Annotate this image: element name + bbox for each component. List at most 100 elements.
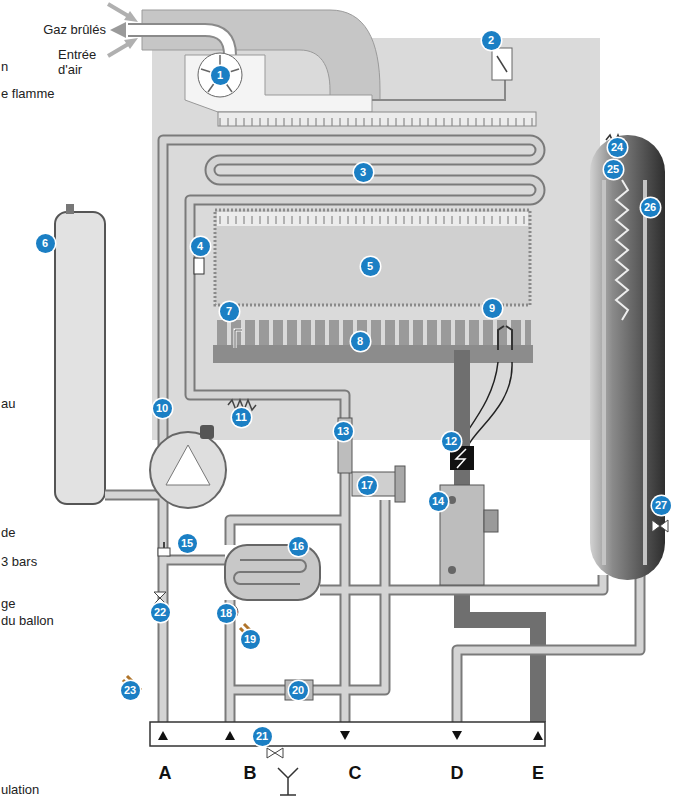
callout-number: 27 bbox=[652, 496, 671, 515]
flue-duct bbox=[124, 38, 138, 49]
callout-number: 22 bbox=[151, 603, 170, 622]
ignition-electrodes bbox=[468, 362, 512, 446]
safety-valve bbox=[652, 520, 668, 532]
water-pipe bbox=[105, 140, 640, 722]
connection-bar bbox=[150, 722, 545, 746]
gas-valve bbox=[440, 485, 498, 585]
expansion-vessel bbox=[55, 204, 105, 504]
connection-bar bbox=[452, 731, 462, 740]
flue-duct bbox=[108, 43, 130, 56]
callout-number: 10 bbox=[153, 399, 172, 418]
callout-number: 17 bbox=[358, 476, 377, 495]
heat-exchanger-fins bbox=[218, 112, 536, 126]
flue-duct bbox=[124, 11, 138, 22]
gas-valve bbox=[484, 510, 498, 532]
pump bbox=[166, 445, 210, 485]
callout-number: 25 bbox=[604, 160, 623, 179]
air-vent bbox=[158, 542, 170, 556]
fan-hood bbox=[201, 55, 239, 92]
callout-number: 8 bbox=[351, 332, 370, 351]
pump bbox=[150, 432, 226, 508]
connection-letter: E bbox=[532, 763, 544, 784]
connection-bar bbox=[158, 731, 168, 740]
callout-number: 21 bbox=[253, 727, 272, 746]
expansion-vessel bbox=[55, 212, 105, 504]
combustion-chamber bbox=[215, 210, 530, 305]
burner bbox=[215, 320, 531, 346]
ignition-electrodes bbox=[235, 330, 242, 348]
pressure-switch bbox=[497, 56, 507, 72]
connection-letter: C bbox=[349, 763, 362, 784]
annotation-text: n bbox=[1, 60, 8, 75]
pressure-switch bbox=[492, 48, 512, 80]
annotation-text: 3 bars bbox=[1, 555, 37, 570]
air-vent bbox=[158, 548, 170, 556]
safety-device bbox=[194, 258, 204, 274]
callout-number: 24 bbox=[608, 138, 627, 157]
annotation-text: du ballon bbox=[1, 614, 54, 629]
flow-limiter bbox=[285, 680, 313, 700]
drain-valve bbox=[278, 768, 298, 795]
ignition-electrodes bbox=[506, 326, 512, 350]
pressure-switch bbox=[372, 48, 512, 100]
gas-valve bbox=[448, 566, 456, 574]
gas-valve bbox=[448, 496, 456, 504]
callout-number: 26 bbox=[641, 198, 660, 217]
combustion-chamber bbox=[217, 212, 528, 226]
callout-number: 3 bbox=[354, 163, 373, 182]
callout-number: 12 bbox=[442, 432, 461, 451]
hot-water-tank bbox=[616, 180, 628, 320]
callout-number: 15 bbox=[178, 534, 197, 553]
annotation-text: de bbox=[1, 526, 15, 541]
annotation-text: Gaz brûlés bbox=[43, 23, 106, 38]
diverter-valve bbox=[352, 472, 397, 496]
safety-device bbox=[194, 258, 204, 274]
callout-number: 2 bbox=[482, 31, 501, 50]
ignition-electrodes bbox=[235, 330, 242, 348]
burner bbox=[213, 320, 533, 363]
callout-number: 13 bbox=[334, 422, 353, 441]
ignition-unit bbox=[456, 449, 466, 468]
connection-letter: A bbox=[159, 763, 172, 784]
connection-bar bbox=[533, 731, 543, 740]
diverter-valve bbox=[395, 466, 405, 502]
ignition-electrodes bbox=[498, 326, 504, 350]
annotation-text: ulation bbox=[1, 783, 39, 798]
callout-number: 20 bbox=[289, 681, 308, 700]
callout-number: 7 bbox=[220, 302, 239, 321]
hot-water-tank bbox=[643, 180, 647, 565]
callout-number: 19 bbox=[241, 630, 260, 649]
annotation-text: e flamme bbox=[1, 87, 54, 102]
callout-number: 4 bbox=[191, 237, 210, 256]
callout-number: 11 bbox=[232, 408, 251, 427]
pressure-switch bbox=[372, 80, 505, 100]
connection-letter: B bbox=[244, 763, 257, 784]
annotation-text: au bbox=[1, 397, 15, 412]
annotation-text: Entrée d'air bbox=[58, 48, 110, 78]
flue-duct bbox=[110, 22, 126, 38]
flue-duct bbox=[108, 4, 130, 17]
combustion-chamber bbox=[215, 210, 530, 305]
drain-valve bbox=[267, 748, 283, 758]
connection-bar bbox=[150, 722, 545, 746]
callout-number: 9 bbox=[483, 299, 502, 318]
callout-number: 14 bbox=[429, 492, 448, 511]
hot-water-tank bbox=[590, 135, 665, 580]
pump bbox=[200, 425, 214, 439]
callout-number: 16 bbox=[289, 537, 308, 556]
callout-number: 5 bbox=[361, 257, 380, 276]
burner bbox=[213, 345, 533, 363]
plate-exchanger bbox=[225, 545, 320, 600]
fan-hood bbox=[185, 53, 372, 112]
plate-exchanger bbox=[225, 545, 320, 600]
connection-bar bbox=[225, 731, 235, 740]
annotation-text: ge bbox=[1, 597, 15, 612]
water-pipe bbox=[105, 140, 640, 722]
fan-hood bbox=[198, 53, 242, 97]
air-vent bbox=[163, 542, 165, 548]
plate-exchanger bbox=[234, 560, 306, 584]
connection-bar bbox=[340, 731, 350, 740]
callout-number: 23 bbox=[121, 681, 140, 700]
callout-number: 18 bbox=[217, 604, 236, 623]
